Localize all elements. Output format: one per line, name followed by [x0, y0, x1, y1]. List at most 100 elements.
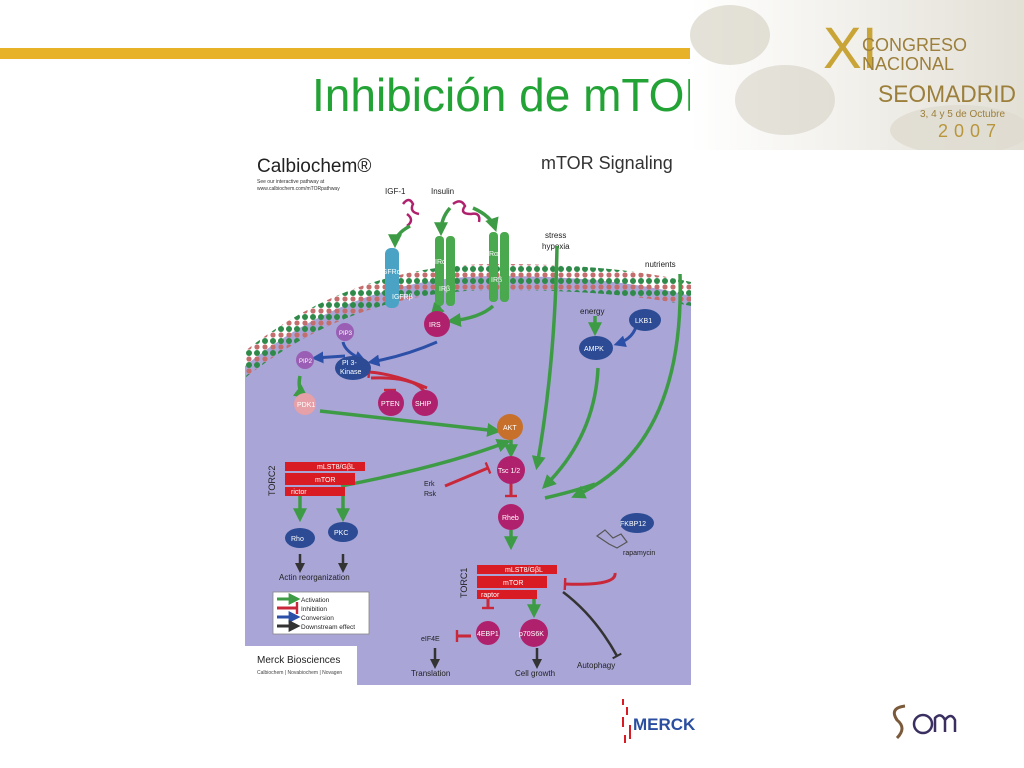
translation-label: Translation — [411, 669, 450, 678]
igfr-receptor — [385, 248, 399, 308]
torc1-mtor-label: mTOR — [503, 580, 523, 587]
ira1-label: IRα — [435, 259, 446, 266]
rsk-label: Rsk — [424, 491, 437, 498]
torc2-rictor-label: rictor — [291, 489, 307, 496]
rapamycin-molecule-icon — [595, 529, 628, 549]
pten-node — [378, 390, 404, 416]
pkc-node — [328, 522, 358, 542]
irs-label: IRS — [429, 322, 441, 329]
congress-line-2: NACIONAL — [862, 54, 954, 74]
pip3-label: PIP3 — [339, 331, 353, 337]
irb2-label: IRβ — [491, 277, 502, 284]
fkbp12-node — [620, 513, 654, 533]
igfrb-label: IGFRβ — [392, 294, 413, 301]
igf-label: IGF-1 — [385, 187, 406, 196]
torc1-label: TORC1 — [459, 568, 469, 598]
pi3k-node — [335, 356, 371, 380]
footer-company: Merck Biosciences — [257, 655, 340, 666]
akt-label: AKT — [503, 425, 517, 432]
ampk-node — [579, 336, 613, 360]
torc1-raptor-label: raptor — [481, 592, 500, 599]
brand-note-2: www.calbiochem.com/mTORpathway — [257, 186, 340, 192]
irb1-label: IRβ — [439, 286, 450, 293]
lkb1-node — [629, 309, 661, 331]
pip2-node — [296, 351, 314, 369]
mtor-pathway-diagram: Calbiochem® See our interactive pathway … — [245, 146, 691, 685]
torc2-mlst8-label: mLST8/GβL — [317, 464, 355, 471]
erk-label: Erk — [424, 481, 435, 488]
actin-label: Actin reorganization — [279, 573, 350, 582]
igf-molecule-icon — [402, 198, 420, 227]
slide-title: Inhibición de mTOR — [312, 69, 718, 121]
stress-label: stress — [545, 231, 566, 240]
4ebp1-label: 4EBP1 — [477, 631, 499, 638]
eif4e-label: eIF4E — [421, 636, 440, 643]
legend-conversion: Conversion — [301, 615, 334, 622]
legend-activation: Activation — [301, 597, 330, 604]
lkb1-label: LKB1 — [635, 318, 652, 325]
merck-logo: MERCK — [622, 699, 696, 743]
igfra-label: IGFRα — [380, 269, 401, 276]
congress-line-1: CONGRESO — [862, 35, 967, 55]
rho-node — [285, 528, 315, 548]
activation-arrows — [292, 206, 682, 619]
energy-label: energy — [580, 307, 604, 316]
seom-logo-icon — [883, 698, 975, 746]
torc1-raptor-bar — [477, 590, 537, 599]
torc2-label: TORC2 — [267, 466, 277, 496]
merck-logo-text: MERCK — [633, 715, 696, 734]
rapamycin-label: rapamycin — [623, 550, 655, 557]
torc2-mtor-label: mTOR — [315, 477, 335, 484]
p70s6k-label: p70S6K — [519, 631, 544, 638]
ira2-label: IRα — [487, 251, 498, 258]
legend-inhibition: Inhibition — [301, 606, 327, 613]
ship-label: SHIP — [415, 401, 432, 408]
pi3k-label-1: PI 3- — [342, 360, 357, 367]
torc2-rictor-bar — [285, 487, 345, 496]
tsc-node — [497, 456, 525, 484]
rheb-node — [498, 504, 524, 530]
p70s6k-node — [520, 619, 548, 647]
brand-note-1: See our interactive pathway at — [257, 179, 325, 185]
congress-line-3: SEOMADRID — [878, 81, 1016, 108]
akt-node — [497, 414, 523, 440]
pdk1-label: PDK1 — [297, 402, 315, 409]
congress-logo: XI CONGRESO NACIONAL SEOMADRID 3, 4 y 5 … — [690, 0, 1024, 150]
cell-membrane — [245, 264, 691, 378]
accent-bar — [0, 48, 840, 59]
torc1-mlst8-bar — [477, 565, 557, 574]
pip2-label: PIP2 — [299, 359, 313, 365]
downstream-arrows — [295, 554, 622, 669]
footer-brands: Calbiochem | Novabiochem | Novagen — [257, 670, 342, 676]
torc2-mtor-bar — [285, 473, 355, 485]
torc1-mlst8-label: mLST8/GβL — [505, 567, 543, 574]
pip3-node — [336, 323, 354, 341]
pkc-label: PKC — [334, 530, 348, 537]
4ebp1-node — [476, 621, 500, 645]
congress-numeral: XI — [823, 16, 878, 81]
pi3k-label-2: Kinase — [340, 369, 362, 376]
legend-downstream: Downstream effect — [301, 624, 355, 631]
ship-node — [412, 390, 438, 416]
autophagy-label: Autophagy — [577, 661, 615, 670]
torc2-mlst8-bar — [285, 462, 365, 471]
tsc-label: Tsc 1/2 — [498, 468, 520, 475]
irs-node — [424, 311, 450, 337]
diagram-title: mTOR Signaling — [541, 153, 673, 173]
congress-dates: 3, 4 y 5 de Octubre — [920, 109, 1005, 120]
pdk1-node — [294, 393, 316, 415]
pten-label: PTEN — [381, 401, 400, 408]
ir-receptor-2b — [500, 232, 509, 302]
rheb-label: Rheb — [502, 515, 519, 522]
ir-receptor-1b — [446, 236, 455, 306]
footer-panel — [245, 646, 357, 685]
brand-name: Calbiochem® — [257, 156, 371, 177]
cell-growth-label: Cell growth — [515, 669, 555, 678]
ir-receptor-2a — [489, 232, 498, 302]
ir-receptor-1a — [435, 236, 444, 306]
congress-year: 2007 — [938, 121, 1002, 141]
rho-label: Rho — [291, 536, 304, 543]
ampk-label: AMPK — [584, 346, 604, 353]
nutrients-label: nutrients — [645, 260, 676, 269]
torc1-mtor-bar — [477, 576, 547, 588]
